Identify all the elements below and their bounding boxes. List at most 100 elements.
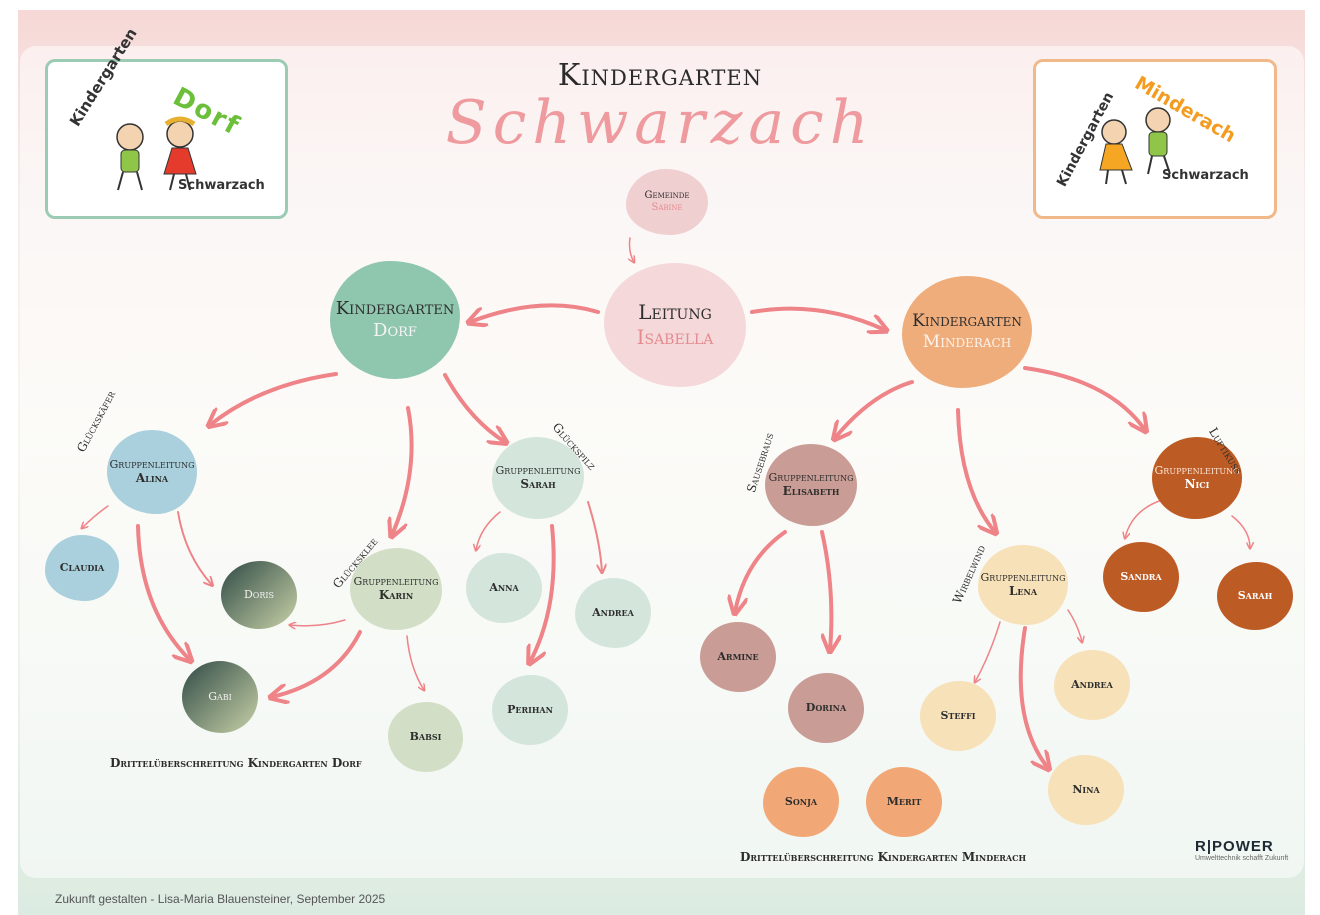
- node-staff-nina: Nina: [1048, 755, 1124, 825]
- arrow-alina-doris: [177, 511, 212, 585]
- node-group-gluecksklee: Gruppenleitung Karin: [350, 548, 442, 630]
- brand-name: R|POWER: [1195, 838, 1274, 855]
- logo-minderach-place: Schwarzach: [1162, 168, 1249, 183]
- caption-minderach: Drittelüberschreitung Kindergarten Minde…: [740, 850, 1027, 864]
- node-leitung-name: Isabella: [636, 325, 714, 349]
- node-staff-gabi: Gabi: [182, 661, 258, 733]
- node-staff-perihan: Perihan: [492, 675, 568, 745]
- arrow-lena-andrea: [1067, 609, 1082, 642]
- group-role: Gruppenleitung: [980, 570, 1066, 584]
- staff-name: Nina: [1072, 783, 1100, 797]
- brand-tagline: Umwelttechnik schafft Zukunft: [1195, 855, 1289, 862]
- node-dorf-line1: Kindergarten: [335, 297, 455, 319]
- staff-name: Armine: [717, 650, 759, 664]
- node-staff-sarah-min: Sarah: [1217, 562, 1293, 630]
- node-leitung-role: Leitung: [638, 300, 712, 324]
- staff-name: Andrea: [1071, 678, 1113, 692]
- node-staff-armine: Armine: [700, 622, 776, 692]
- brand-logo: R|POWER Umwelttechnik schafft Zukunft: [1195, 838, 1288, 862]
- arrow-alina-gabi: [136, 524, 190, 660]
- logo-kindergarten-dorf: Kindergarten Dorf Schwarzach: [45, 25, 288, 219]
- group-role: Gruppenleitung: [1154, 463, 1240, 477]
- staff-name: Sarah: [1237, 589, 1273, 603]
- arrow-lena-nina: [1018, 626, 1048, 768]
- node-staff-sonja: Sonja: [763, 767, 839, 837]
- arrow-leitung-minderach: [750, 306, 885, 330]
- arrow-alina-claudia: [82, 505, 109, 528]
- node-group-glueckspilz: Gruppenleitung Sarah: [492, 437, 584, 519]
- node-group-glueckskaefer: Gruppenleitung Alina: [107, 430, 197, 514]
- arrow-elisabeth-dorina: [822, 530, 831, 650]
- staff-name: Steffi: [940, 709, 976, 723]
- arrow-karin-doris: [290, 619, 346, 626]
- staff-name: Doris: [243, 588, 275, 602]
- node-group-luftikuss: Gruppenleitung Nici: [1152, 437, 1242, 519]
- group-lead-name: Karin: [378, 588, 414, 603]
- node-staff-merit: Merit: [866, 767, 942, 837]
- arrow-dorf-alina: [210, 372, 338, 425]
- staff-name: Perihan: [507, 703, 553, 717]
- staff-name: Andrea: [592, 606, 634, 620]
- arrow-gemeinde-leitung: [630, 237, 635, 262]
- staff-name: Anna: [489, 581, 519, 595]
- staff-name: Babsi: [409, 730, 442, 744]
- node-kindergarten-minderach: Kindergarten Minderach: [902, 276, 1032, 388]
- staff-name: Claudia: [59, 561, 105, 575]
- node-staff-dorina: Dorina: [788, 673, 864, 743]
- group-lead-name: Nici: [1184, 477, 1210, 492]
- node-kindergarten-dorf: Kindergarten Dorf: [330, 261, 460, 379]
- group-role: Gruppenleitung: [495, 463, 581, 477]
- logo-dorf-place: Schwarzach: [178, 178, 265, 193]
- group-lead-name: Sarah: [520, 477, 556, 492]
- node-staff-babsi: Babsi: [388, 702, 463, 772]
- arrow-dorf-karin: [392, 406, 414, 535]
- footer-text: Zukunft gestalten - Lisa-Maria Blauenste…: [55, 892, 386, 906]
- page-title: Kindergarten: [557, 58, 763, 93]
- node-leitung: Leitung Isabella: [604, 263, 746, 387]
- arrow-sarah-andrea: [587, 501, 602, 572]
- arrow-minderach-nici: [1023, 366, 1145, 430]
- arrow-minderach-elisabeth: [835, 380, 914, 438]
- group-lead-name: Lena: [1008, 584, 1038, 599]
- staff-name: Gabi: [208, 690, 232, 704]
- node-group-sausebraus: Gruppenleitung Elisabeth: [765, 444, 857, 526]
- children-illustration-icon: [1099, 107, 1171, 185]
- node-gemeinde-role: Gemeinde: [644, 189, 690, 201]
- node-group-wirbelwind: Gruppenleitung Lena: [978, 545, 1068, 625]
- arrow-nici-sarah: [1231, 515, 1250, 548]
- node-staff-anna: Anna: [466, 553, 542, 623]
- arrow-sarah-anna: [476, 511, 501, 550]
- caption-dorf: Drittelüberschreitung Kindergarten Dorf: [110, 756, 362, 770]
- node-staff-andrea-min: Andrea: [1054, 650, 1130, 720]
- staff-name: Sonja: [784, 795, 818, 809]
- node-staff-doris: Doris: [221, 561, 297, 629]
- logo-kindergarten-minderach: Kindergarten Minderach Schwarzach: [1033, 59, 1277, 219]
- arrow-sarah-perihan: [530, 524, 556, 662]
- arrow-minderach-lena: [956, 408, 995, 532]
- arrow-karin-babsi: [406, 635, 424, 690]
- children-illustration-icon: [116, 116, 197, 191]
- page-title-script: Schwarzach: [445, 88, 875, 158]
- group-lead-name: Alina: [135, 471, 169, 486]
- node-staff-claudia: Claudia: [45, 535, 119, 601]
- node-staff-sandra: Sandra: [1103, 542, 1179, 612]
- node-gemeinde-name: Sabine: [651, 202, 683, 213]
- staff-name: Dorina: [805, 701, 847, 715]
- staff-name: Merit: [886, 795, 922, 809]
- group-role: Gruppenleitung: [768, 470, 854, 484]
- arrow-karin-gabi: [272, 630, 362, 697]
- node-gemeinde: Gemeinde Sabine: [626, 169, 708, 235]
- group-role: Gruppenleitung: [353, 574, 439, 588]
- arrow-leitung-dorf: [470, 303, 600, 322]
- group-role: Gruppenleitung: [109, 457, 195, 471]
- staff-name: Sandra: [1120, 570, 1162, 584]
- node-minderach-line2: Minderach: [922, 332, 1012, 352]
- arrow-nici-sandra: [1125, 499, 1163, 538]
- group-lead-name: Elisabeth: [782, 484, 840, 499]
- arrow-lena-steffi: [975, 621, 1001, 682]
- node-staff-steffi: Steffi: [920, 681, 996, 751]
- node-minderach-line1: Kindergarten: [912, 310, 1022, 331]
- node-dorf-line2: Dorf: [373, 320, 417, 341]
